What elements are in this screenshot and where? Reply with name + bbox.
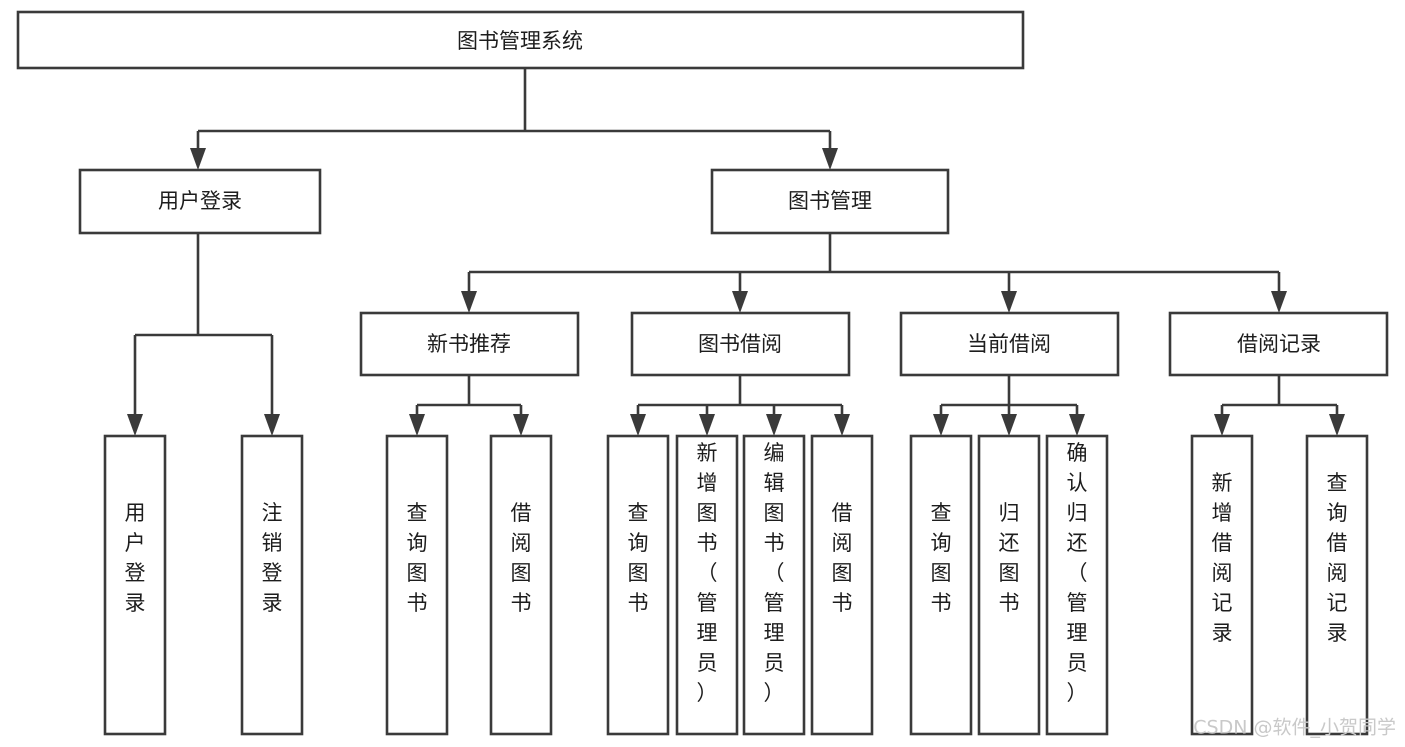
- node-leaf-query-book-2-label: 查询图书: [628, 501, 649, 615]
- node-leaf-query-record[interactable]: 查询借阅记录: [1305, 434, 1369, 736]
- arrow-head-leaf-borrow-book-2: [834, 414, 850, 436]
- node-leaf-add-book-box[interactable]: [675, 434, 739, 736]
- arrow-head-leaf-query-book-3: [933, 414, 949, 436]
- node-leaf-user-logout-label: 注销登录: [262, 501, 283, 615]
- node-root-box[interactable]: [16, 10, 1025, 70]
- connector-group-new-book-recommend: [409, 375, 529, 436]
- arrow-head-book-borrow: [732, 291, 748, 313]
- node-book-borrow-label: 图书借阅: [698, 332, 782, 356]
- node-leaf-query-book-3-label: 查询图书: [931, 501, 952, 615]
- connector-group-current-borrow: [933, 375, 1085, 436]
- node-borrow-record[interactable]: 借阅记录: [1168, 311, 1389, 377]
- arrow-head-leaf-query-record: [1329, 414, 1345, 436]
- node-current-borrow-box[interactable]: [899, 311, 1120, 377]
- arrow-head-current-borrow: [1001, 291, 1017, 313]
- node-leaf-add-book-label: 新增图书（管理员）: [697, 441, 718, 705]
- node-leaf-edit-book-label: 编辑图书（管理员）: [764, 441, 785, 705]
- node-leaf-user-login-box[interactable]: [103, 434, 167, 736]
- node-leaf-borrow-book-2-box[interactable]: [810, 434, 874, 736]
- node-leaf-add-record[interactable]: 新增借阅记录: [1190, 434, 1254, 736]
- arrow-head-leaf-query-book-2: [630, 414, 646, 436]
- node-leaf-borrow-book-2-label: 借阅图书: [832, 501, 853, 615]
- arrow-head-leaf-edit-book: [766, 414, 782, 436]
- node-leaf-borrow-book-1-box[interactable]: [489, 434, 553, 736]
- node-current-borrow-label: 当前借阅: [967, 332, 1051, 356]
- node-leaf-confirm-return[interactable]: 确认归还（管理员）: [1045, 434, 1109, 736]
- arrow-head-leaf-borrow-book-1: [513, 414, 529, 436]
- arrow-head-leaf-return-book: [1001, 414, 1017, 436]
- arrow-head-user-login: [190, 148, 206, 170]
- connector-group-book-management: [461, 233, 1287, 313]
- node-leaf-user-logout[interactable]: 注销登录: [240, 434, 304, 736]
- connector-group-root: [190, 68, 838, 170]
- node-leaf-query-book-1-box[interactable]: [385, 434, 449, 736]
- csdn-watermark: CSDN @软件_小贺同学: [1193, 717, 1396, 739]
- node-leaf-query-book-1-label: 查询图书: [407, 501, 428, 615]
- node-leaf-return-book-label: 归还图书: [999, 501, 1020, 615]
- node-leaf-add-record-label: 新增借阅记录: [1212, 471, 1233, 645]
- node-leaf-user-login[interactable]: 用户登录: [103, 434, 167, 736]
- node-leaf-edit-book-box[interactable]: [742, 434, 806, 736]
- node-root-label: 图书管理系统: [457, 29, 583, 53]
- node-leaf-borrow-book-1[interactable]: 借阅图书: [489, 434, 553, 736]
- node-new-book-recommend-label: 新书推荐: [427, 332, 511, 356]
- connector-group-user-login: [127, 233, 280, 436]
- connector-group-book-borrow: [630, 375, 850, 436]
- node-leaf-borrow-book-1-label: 借阅图书: [511, 501, 532, 615]
- node-leaf-query-book-1[interactable]: 查询图书: [385, 434, 449, 736]
- node-current-borrow[interactable]: 当前借阅: [899, 311, 1120, 377]
- arrow-head-leaf-add-book: [699, 414, 715, 436]
- node-leaf-confirm-return-label: 确认归还（管理员）: [1067, 441, 1088, 705]
- node-leaf-query-book-2-box[interactable]: [606, 434, 670, 736]
- node-user-login[interactable]: 用户登录: [78, 168, 322, 235]
- arrow-head-leaf-user-login: [127, 414, 143, 436]
- node-leaf-query-record-box[interactable]: [1305, 434, 1369, 736]
- node-book-management-box[interactable]: [710, 168, 950, 235]
- connector-group-borrow-record: [1214, 375, 1345, 436]
- node-leaf-query-book-3-box[interactable]: [909, 434, 973, 736]
- node-user-login-label: 用户登录: [158, 189, 242, 213]
- node-leaf-query-record-label: 查询借阅记录: [1327, 471, 1348, 645]
- node-leaf-borrow-book-2[interactable]: 借阅图书: [810, 434, 874, 736]
- node-leaf-add-book[interactable]: 新增图书（管理员）: [675, 434, 739, 736]
- node-book-management[interactable]: 图书管理: [710, 168, 950, 235]
- node-root[interactable]: 图书管理系统: [16, 10, 1025, 70]
- arrow-head-leaf-query-book-1: [409, 414, 425, 436]
- node-book-borrow-box[interactable]: [630, 311, 851, 377]
- node-borrow-record-label: 借阅记录: [1237, 332, 1321, 356]
- arrow-head-leaf-add-record: [1214, 414, 1230, 436]
- arrow-head-borrow-record: [1271, 291, 1287, 313]
- node-new-book-recommend[interactable]: 新书推荐: [359, 311, 580, 377]
- node-leaf-query-book-3[interactable]: 查询图书: [909, 434, 973, 736]
- node-leaf-return-book-box[interactable]: [977, 434, 1041, 736]
- node-leaf-user-logout-box[interactable]: [240, 434, 304, 736]
- node-leaf-query-book-2[interactable]: 查询图书: [606, 434, 670, 736]
- arrow-head-book-management: [822, 148, 838, 170]
- arrow-head-new-book-recommend: [461, 291, 477, 313]
- arrow-head-leaf-user-logout: [264, 414, 280, 436]
- node-borrow-record-box[interactable]: [1168, 311, 1389, 377]
- arrow-head-leaf-confirm-return: [1069, 414, 1085, 436]
- node-book-management-label: 图书管理: [788, 189, 872, 213]
- node-leaf-user-login-label: 用户登录: [125, 501, 146, 615]
- node-user-login-box[interactable]: [78, 168, 322, 235]
- node-new-book-recommend-box[interactable]: [359, 311, 580, 377]
- node-leaf-confirm-return-box[interactable]: [1045, 434, 1109, 736]
- node-leaf-add-record-box[interactable]: [1190, 434, 1254, 736]
- node-book-borrow[interactable]: 图书借阅: [630, 311, 851, 377]
- node-leaf-edit-book[interactable]: 编辑图书（管理员）: [742, 434, 806, 736]
- node-leaf-return-book[interactable]: 归还图书: [977, 434, 1041, 736]
